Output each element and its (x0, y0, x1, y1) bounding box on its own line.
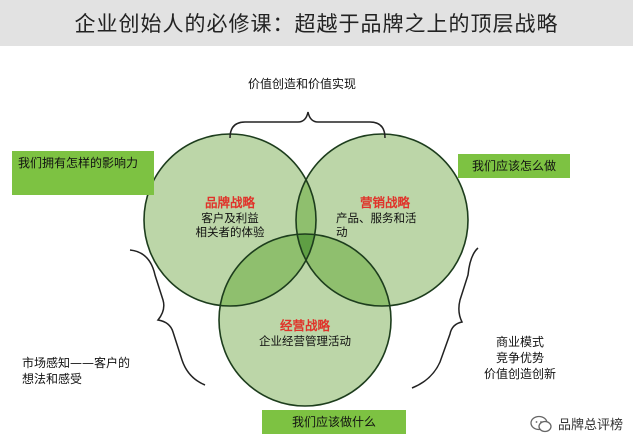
circle-brand-line2: 相关者的体验 (195, 225, 265, 239)
box-how-text: 我们应该怎么做 (471, 159, 556, 173)
circle-operation-text: 经营战略 企业经营管理活动 (245, 318, 365, 348)
box-what-text: 我们应该做什么 (291, 415, 376, 429)
circle-operation-title: 经营战略 (279, 318, 330, 333)
left-brace (129, 249, 206, 386)
circle-marketing-title: 营销战略 (359, 195, 410, 210)
overlap-marketing-operation (296, 234, 391, 306)
circle-brand-title: 品牌战略 (204, 195, 255, 210)
left-label-line1: 市场感知——客户的 (22, 356, 131, 370)
left-label-line2: 想法和感受 (22, 372, 83, 386)
box-influence: 我们拥有怎样的影响力 (12, 151, 154, 195)
right-brace (411, 247, 479, 389)
page-title: 企业创始人的必修课：超越于品牌之上的顶层战略 (74, 12, 559, 36)
circle-brand-line1: 客户及利益 (201, 211, 259, 225)
circle-operation-line1: 企业经营管理活动 (259, 334, 351, 348)
right-label-line1: 商业模式 (495, 335, 544, 349)
right-label-line3: 价值创造创新 (483, 367, 556, 381)
title-bar: 企业创始人的必修课：超越于品牌之上的顶层战略 (0, 0, 633, 46)
right-label: 商业模式 竞争优势 价值创造创新 (480, 334, 560, 382)
watermark: 品牌总评榜 (530, 414, 623, 433)
top-brace (229, 111, 386, 139)
box-how: 我们应该怎么做 (458, 154, 570, 178)
watermark-text: 品牌总评榜 (557, 418, 623, 433)
top-label: 价值创造和价值实现 (248, 77, 357, 91)
box-what: 我们应该做什么 (262, 410, 406, 434)
wechat-icon (530, 415, 552, 432)
box-influence-text: 我们拥有怎样的影响力 (18, 156, 139, 170)
right-label-line2: 竞争优势 (495, 351, 544, 365)
circle-marketing-outline (295, 133, 469, 307)
circle-operation-outline (218, 233, 392, 407)
circle-marketing-text: 营销战略 产品、服务和活 动 (332, 195, 436, 239)
overlap-brand-operation (219, 234, 316, 306)
left-label: 市场感知——客户的 想法和感受 (22, 355, 130, 387)
circle-marketing-line2: 动 (336, 225, 348, 239)
circle-brand-text: 品牌战略 客户及利益 相关者的体验 (180, 195, 280, 239)
circle-marketing-line1: 产品、服务和活 (336, 211, 417, 225)
